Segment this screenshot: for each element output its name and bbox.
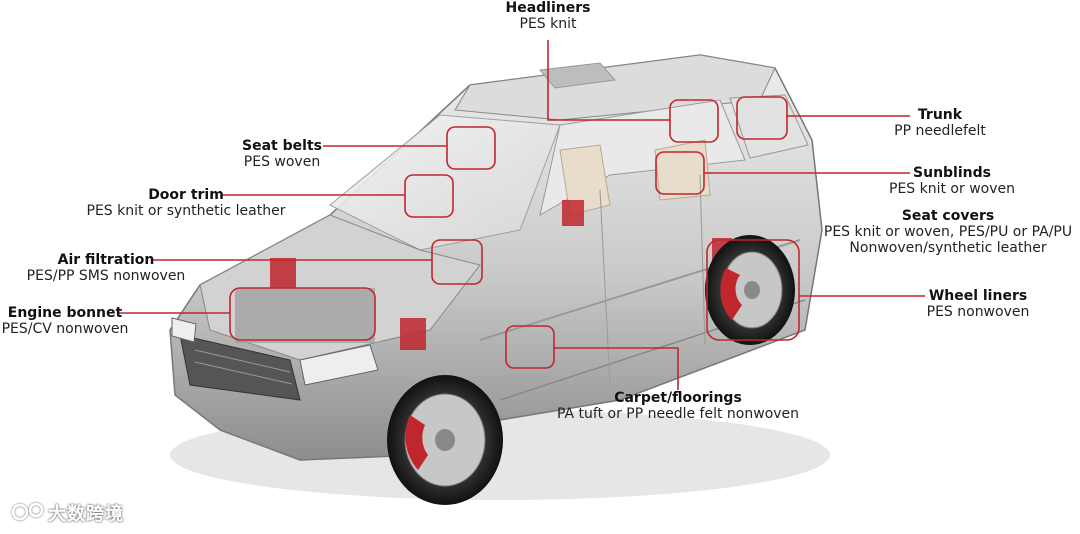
label-carpet-title: Carpet/floorings [548,390,808,406]
label-trunk-material: PP needlefelt [880,123,1000,139]
label-trunk: Trunk PP needlefelt [880,107,1000,139]
label-seat-covers-material: PES knit or woven, PES/PU or PA/PU [816,224,1080,240]
label-engine-bonnet-material: PES/CV nonwoven [0,321,130,337]
label-seat-covers: Seat covers PES knit or woven, PES/PU or… [816,208,1080,256]
label-air-filtration-title: Air filtration [18,252,194,268]
label-seat-covers-material-2: Nonwoven/synthetic leather [816,240,1080,256]
label-headliners-material: PES knit [488,16,608,32]
label-seat-belts: Seat belts PES woven [222,138,342,170]
label-air-filtration: Air filtration PES/PP SMS nonwoven [18,252,194,284]
label-wheel-liners-title: Wheel liners [916,288,1040,304]
label-seat-belts-material: PES woven [222,154,342,170]
watermark: 大数跨境 [48,500,124,526]
label-engine-bonnet-title: Engine bonnet [0,305,130,321]
label-headliners: Headliners PES knit [488,0,608,32]
label-seat-belts-title: Seat belts [222,138,342,154]
label-air-filtration-material: PES/PP SMS nonwoven [18,268,194,284]
label-door-trim: Door trim PES knit or synthetic leather [80,187,292,219]
label-door-trim-title: Door trim [80,187,292,203]
watermark-text: 大数跨境 [48,504,124,525]
label-engine-bonnet: Engine bonnet PES/CV nonwoven [0,305,130,337]
label-headliners-title: Headliners [488,0,608,16]
label-carpet: Carpet/floorings PA tuft or PP needle fe… [548,390,808,422]
watermark-logo-icon [13,504,42,519]
label-door-trim-material: PES knit or synthetic leather [80,203,292,219]
label-sunblinds-title: Sunblinds [882,165,1022,181]
label-carpet-material: PA tuft or PP needle felt nonwoven [548,406,808,422]
label-wheel-liners: Wheel liners PES nonwoven [916,288,1040,320]
label-sunblinds-material: PES knit or woven [882,181,1022,197]
car-illustration [170,55,830,505]
label-sunblinds: Sunblinds PES knit or woven [882,165,1022,197]
label-seat-covers-title: Seat covers [816,208,1080,224]
label-wheel-liners-material: PES nonwoven [916,304,1040,320]
label-trunk-title: Trunk [880,107,1000,123]
